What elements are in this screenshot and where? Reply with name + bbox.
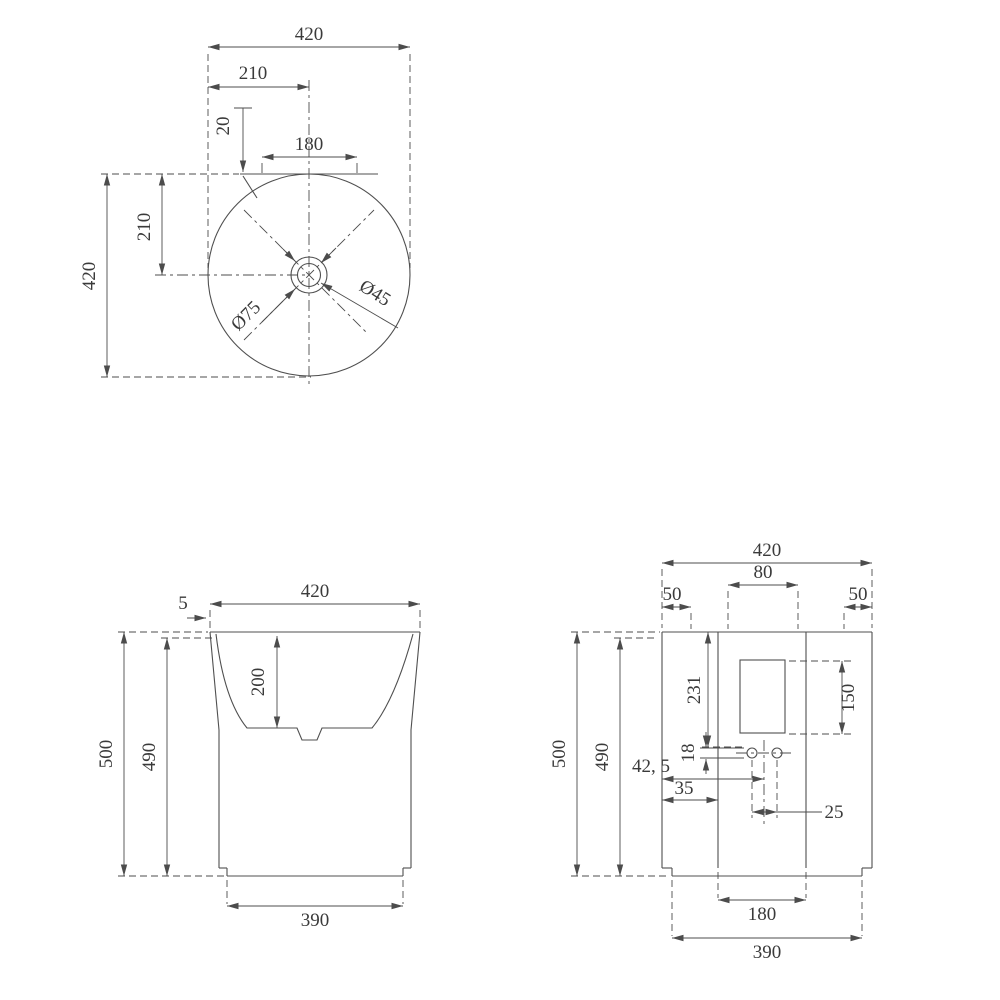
dim-offset-b: 35 (662, 778, 718, 804)
dim-label-offset-a: 42, 5 (632, 756, 670, 777)
dim-label-side-base-width: 390 (753, 942, 782, 963)
basin-side-outline (661, 631, 873, 877)
dim-side-inner-height: 490 (592, 637, 658, 876)
dim-label-drain-inner: Ø45 (355, 276, 394, 311)
dim-front-width: 420 (209, 581, 421, 628)
dim-side-slot-width: 80 (727, 562, 799, 629)
dim-label-offset-b: 35 (675, 778, 694, 799)
dim-label-slot-width: 80 (754, 562, 773, 583)
dim-side-margin-left: 50 (662, 584, 692, 629)
dim-offset-a: 42, 5 (632, 756, 764, 783)
dim-front-rim-offset: 5 (178, 593, 206, 622)
side-view-centerlines (736, 740, 794, 826)
dim-label-top-to-holes: 231 (684, 676, 705, 705)
dim-front-base-width: 390 (226, 880, 404, 931)
dim-label-side-inner-height: 490 (592, 743, 613, 772)
dim-top-depth: 420 (79, 173, 311, 378)
dim-label-hole-dia: 18 (678, 744, 699, 763)
dim-top-half-width: 210 (208, 63, 309, 91)
dim-side-width: 420 (661, 540, 873, 628)
dim-base-slot-width: 180 (717, 872, 807, 925)
dim-label-side-width: 420 (753, 540, 782, 561)
dim-top-edge-offset: 20 (213, 107, 252, 172)
dim-panel-height: 150 (789, 660, 859, 735)
dim-label-margin-left: 50 (663, 584, 682, 605)
dim-label-edge-offset: 20 (213, 117, 234, 136)
dim-label-half-depth: 210 (134, 213, 155, 242)
dim-label-front-inner-height: 490 (139, 743, 160, 772)
dim-label-front-width: 420 (301, 581, 330, 602)
dim-label-depth: 420 (79, 262, 100, 291)
dim-side-height: 500 (549, 631, 670, 877)
dim-hole-dia: 18 (678, 732, 744, 774)
dim-front-height: 500 (96, 631, 225, 877)
dim-label-side-height: 500 (549, 740, 570, 769)
dim-label-margin-right: 50 (849, 584, 868, 605)
dim-label-top-width: 420 (295, 24, 324, 45)
dim-drain-callouts: Ø75 Ø45 (227, 247, 399, 335)
dim-label-hole-spacing: 25 (825, 802, 844, 823)
dim-label-half-width: 210 (239, 63, 268, 84)
dim-label-deck-width: 180 (295, 134, 324, 155)
dim-label-bowl-depth: 200 (248, 668, 269, 697)
dim-top-deck-width: 180 (261, 134, 358, 173)
dim-top-to-holes: 231 (684, 632, 744, 748)
dim-hole-spacing: 25 (752, 802, 844, 823)
dim-label-front-height: 500 (96, 740, 117, 769)
dim-front-inner-height: 490 (139, 637, 214, 876)
dim-side-base-width: 390 (671, 880, 863, 963)
dim-side-margin-right: 50 (843, 584, 872, 629)
dim-label-rim-offset: 5 (178, 593, 188, 614)
dim-label-panel-height: 150 (838, 684, 859, 713)
dim-label-drain-outer: Ø75 (227, 297, 265, 335)
top-view-centerlines (155, 80, 375, 385)
side-view: 420 80 50 50 500 490 (549, 540, 873, 963)
dim-label-front-base-width: 390 (301, 910, 330, 931)
front-view: 420 5 200 500 490 390 (96, 581, 421, 931)
dim-top-half-depth: 210 (134, 174, 166, 275)
bowl-interior-profile (215, 633, 414, 741)
basin-front-outline (209, 631, 421, 877)
top-view: 420 210 20 180 420 210 (79, 24, 411, 385)
dim-front-bowl-depth: 200 (248, 636, 281, 728)
service-cutout (739, 659, 786, 734)
dim-label-base-slot-width: 180 (748, 904, 777, 925)
